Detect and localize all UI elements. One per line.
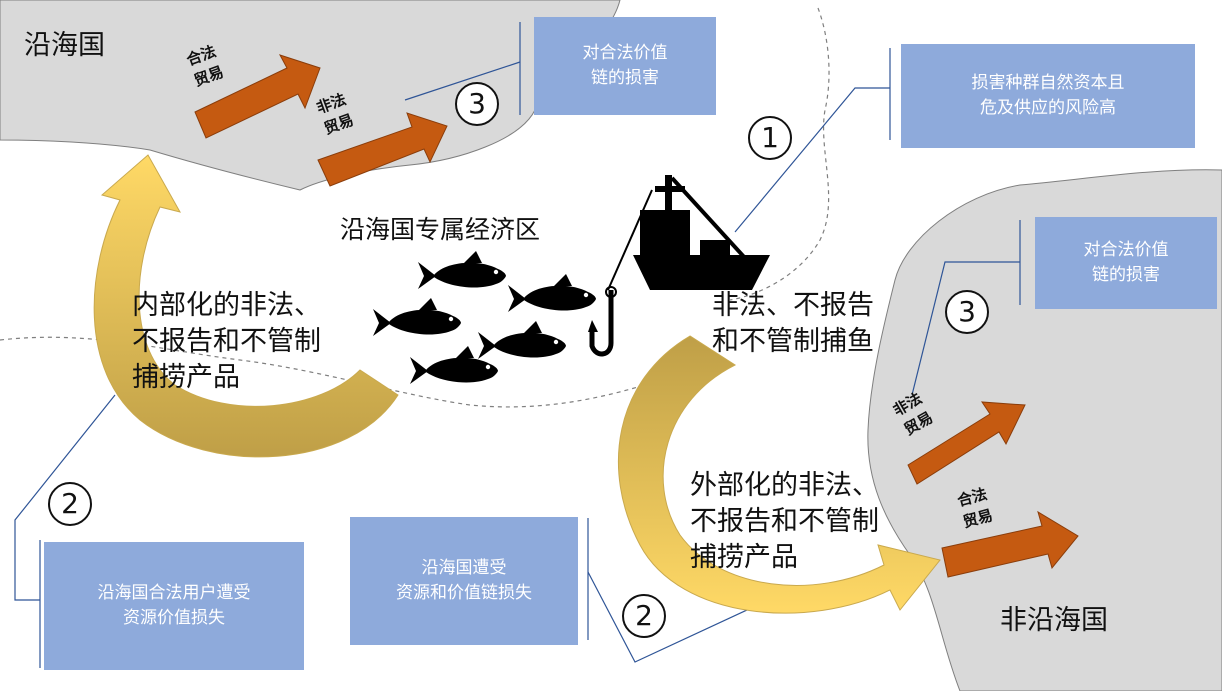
marker-2-left: 2 (48, 482, 92, 526)
externalized-flow-arrow (617, 335, 941, 614)
fish-icon (508, 274, 596, 312)
coastal-state-label: 沿海国 (24, 30, 105, 61)
internalized-flow-arrow (93, 154, 399, 458)
coastal-users-loss-box: 沿海国合法用户遭受资源价值损失 (44, 542, 304, 670)
externalized-line-1: 外部化的非法、 (690, 470, 879, 501)
fish-hook-icon (589, 290, 614, 357)
internalized-line-3: 捕捞产品 (132, 362, 240, 393)
marker-1: 1 (748, 116, 792, 160)
illegal-trade-arrow-right (907, 401, 1026, 485)
marker-3-right: 3 (945, 290, 989, 334)
externalized-line-2: 不报告和不管制 (690, 506, 879, 537)
box-line: 沿海国合法用户遭受 (97, 583, 251, 603)
fish-icon (478, 321, 566, 359)
internalized-line-2: 不报告和不管制 (132, 326, 321, 357)
box-line: 对合法价值 (582, 43, 668, 63)
iuu-fishing-label: 非法、不报告 和不管制捕鱼 (712, 288, 874, 360)
internalized-iuu-label: 内部化的非法、 不报告和不管制 捕捞产品 (132, 288, 321, 396)
box-line: 沿海国遭受 (421, 558, 507, 578)
legal-trade-arrow-top (194, 54, 321, 139)
fish-icon (373, 298, 461, 336)
box-line: 危及供应的风险高 (980, 98, 1116, 118)
iuu-fishing-line-1: 非法、不报告 (712, 290, 874, 321)
box-line: 链的损害 (591, 68, 659, 88)
internalized-line-1: 内部化的非法、 (132, 290, 321, 321)
non-coastal-state-label: 非沿海国 (1000, 605, 1108, 636)
harm-legal-value-chain-box-top: 对合法价值链的损害 (534, 17, 716, 115)
box-line: 资源和价值链损失 (396, 583, 532, 603)
legal-trade-arrow-right (941, 510, 1079, 578)
externalized-line-3: 捕捞产品 (690, 542, 798, 573)
iuu-fishing-line-2: 和不管制捕鱼 (712, 326, 874, 357)
eez-boundary-top (729, 7, 830, 301)
marker-2-bottom: 2 (622, 594, 666, 638)
box-line: 资源价值损失 (123, 608, 225, 628)
illegal-trade-arrow-top (317, 112, 448, 187)
externalized-iuu-label: 外部化的非法、 不报告和不管制 捕捞产品 (690, 468, 879, 576)
eez-label: 沿海国专属经济区 (340, 215, 541, 244)
box-line: 损害种群自然资本且 (971, 73, 1125, 93)
marker-3-top: 3 (455, 82, 499, 126)
fishing-boat (607, 175, 770, 291)
fish-icon (418, 251, 506, 289)
harm-legal-value-chain-box-right: 对合法价值链的损害 (1035, 217, 1217, 309)
box-line: 对合法价值 (1083, 240, 1169, 260)
box-line: 链的损害 (1092, 265, 1160, 285)
stock-risk-box: 损害种群自然资本且危及供应的风险高 (901, 44, 1195, 148)
coastal-state-loss-box: 沿海国遭受资源和价值链损失 (350, 517, 578, 645)
